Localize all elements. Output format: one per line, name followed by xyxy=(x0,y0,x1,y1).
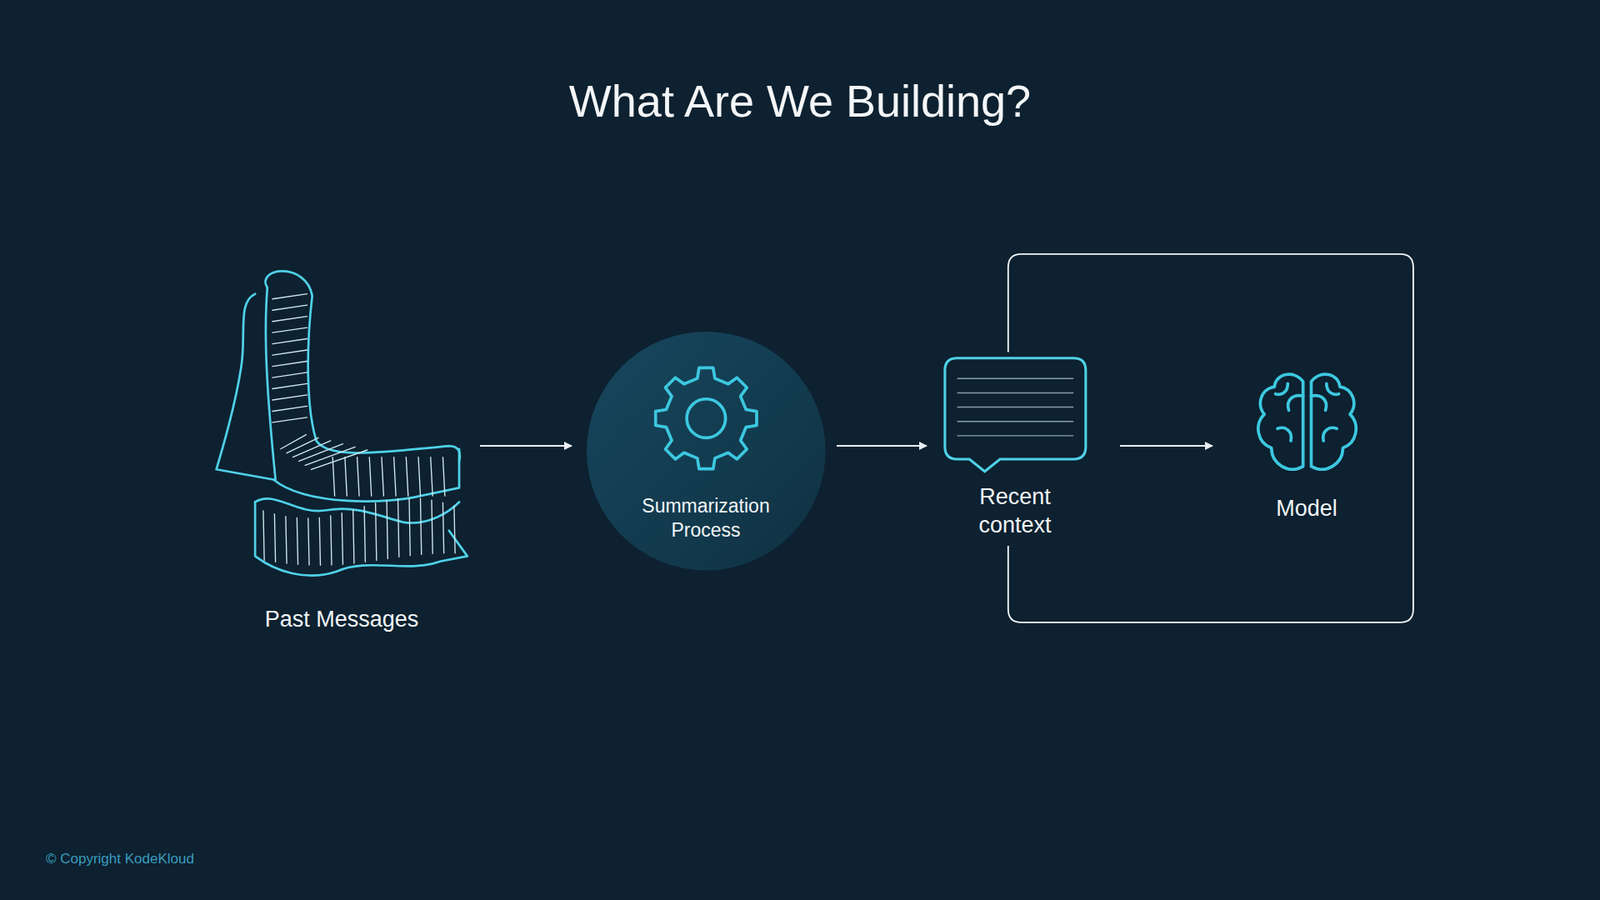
scroll-line xyxy=(386,500,388,560)
scroll-line xyxy=(272,316,308,322)
scroll-line xyxy=(272,417,308,423)
scroll-line xyxy=(272,294,308,300)
scroll-line xyxy=(280,435,307,450)
scroll-icon xyxy=(216,270,468,575)
scroll-line xyxy=(272,327,308,333)
scroll-line xyxy=(409,498,410,556)
scroll-line xyxy=(345,457,347,497)
scroll-line xyxy=(398,498,400,557)
scroll-line xyxy=(454,505,455,554)
context-node: Recent context xyxy=(944,357,1086,545)
scroll-line xyxy=(285,516,287,564)
scroll-line xyxy=(369,457,371,497)
node-label: Past Messages xyxy=(208,605,475,635)
copyright-label: © Copyright KodeKloud xyxy=(45,850,195,868)
process-circle xyxy=(586,331,826,571)
scroll-line xyxy=(272,360,308,366)
scroll-line xyxy=(263,510,265,561)
flow-arrow xyxy=(836,445,927,447)
chat-bubble-icon xyxy=(945,358,1086,472)
diagram-title: What Are We Building? xyxy=(0,75,1600,127)
scroll-line xyxy=(330,515,332,565)
chat-lines xyxy=(957,378,1075,436)
scroll-line xyxy=(442,502,444,554)
flow-arrow xyxy=(1120,445,1213,447)
node-label: Summarization Process xyxy=(618,494,794,543)
flow-arrow xyxy=(480,445,572,447)
scroll-line xyxy=(442,457,445,497)
scroll-line xyxy=(405,457,408,497)
scroll-line xyxy=(274,514,275,563)
scroll-line xyxy=(341,513,343,565)
scroll-line xyxy=(319,517,320,565)
scroll-line xyxy=(272,395,308,400)
scroll-line xyxy=(431,500,433,554)
node-label: Recent context xyxy=(956,483,1074,540)
scroll-line xyxy=(394,457,396,497)
scroll-line xyxy=(299,444,344,462)
scroll-lines xyxy=(263,294,455,566)
scroll-line xyxy=(381,457,384,497)
scroll-line xyxy=(430,457,433,497)
brain-icon xyxy=(1258,374,1356,470)
gear-hub xyxy=(686,399,726,439)
scroll-line xyxy=(272,383,308,389)
gear-icon xyxy=(655,367,757,469)
gear-outline xyxy=(655,367,757,469)
scroll-line xyxy=(357,457,360,497)
scroll-line xyxy=(272,405,308,411)
scroll-line xyxy=(375,503,377,561)
model-node: Model xyxy=(1250,372,1364,531)
scroll-line xyxy=(272,305,308,310)
scroll-line xyxy=(292,440,330,458)
scroll-line xyxy=(353,510,355,564)
scroll-line xyxy=(272,339,308,345)
scroll-line xyxy=(332,457,335,497)
scroll-line xyxy=(286,437,319,453)
scroll-line xyxy=(296,517,298,565)
process-node: Summarization Process xyxy=(587,332,825,570)
scroll-line xyxy=(364,506,365,563)
scroll-line xyxy=(272,372,308,378)
scroll-line xyxy=(308,518,310,565)
scroll-line xyxy=(310,450,367,470)
node-label: Model xyxy=(1250,495,1364,524)
scroll-line xyxy=(418,457,420,497)
scroll-line xyxy=(272,350,308,355)
messages-node: Past Messages xyxy=(208,265,475,638)
scroll-line xyxy=(420,498,421,555)
